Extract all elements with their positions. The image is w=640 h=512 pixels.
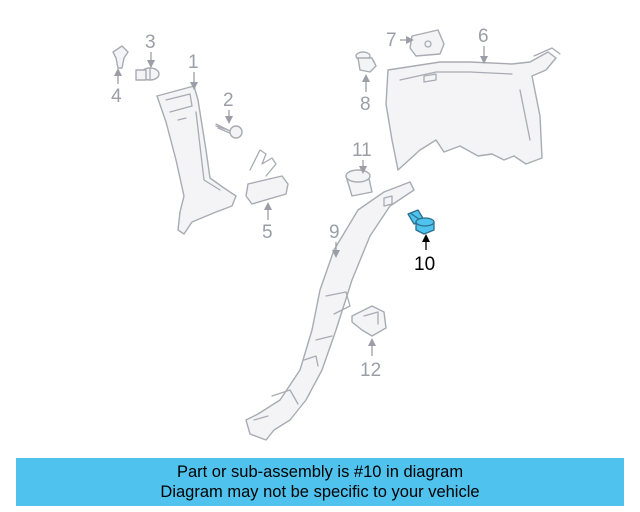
leader-1 [190, 72, 198, 90]
part-2-screw [215, 123, 243, 139]
banner-line-disclaimer: Diagram may not be specific to your vehi… [160, 483, 480, 501]
leader-2 [225, 110, 233, 124]
callout-6: 6 [478, 26, 489, 47]
part-6-quarter-trim [385, 47, 561, 171]
banner-line-part: Part or sub-assembly is #10 in diagram [176, 463, 464, 481]
leader-10 [422, 234, 430, 250]
leader-9 [332, 242, 340, 258]
callout-10[interactable]: 10 [414, 254, 435, 275]
leader-3 [147, 52, 155, 68]
callout-8: 8 [360, 94, 371, 115]
part-7-clip [409, 29, 445, 57]
part-9-lower-pillar-trim [245, 181, 415, 441]
part-8-pin [355, 51, 377, 73]
leader-7 [400, 36, 414, 44]
callout-7: 7 [386, 30, 397, 51]
leader-12 [368, 338, 376, 356]
part-12-bracket [351, 305, 387, 337]
part-10-bolt[interactable] [407, 209, 435, 235]
leader-8 [362, 74, 370, 92]
part-3-fastener [135, 67, 160, 81]
part-11-grommet [345, 169, 373, 197]
part-5-handle [245, 149, 289, 205]
callout-11: 11 [352, 140, 372, 161]
callout-2: 2 [223, 90, 234, 111]
leader-6 [480, 46, 488, 64]
callout-9: 9 [329, 222, 340, 243]
leader-5 [264, 202, 272, 220]
callout-1: 1 [188, 52, 199, 73]
callout-3: 3 [145, 32, 156, 53]
part-1-pillar-trim [156, 85, 237, 235]
leader-11 [359, 160, 367, 174]
callout-12: 12 [360, 360, 381, 381]
info-banner: Part or sub-assembly is #10 in diagram D… [16, 458, 624, 506]
callout-4: 4 [111, 86, 122, 107]
callout-5: 5 [262, 222, 273, 243]
leader-4 [114, 68, 122, 84]
part-4-clip [112, 45, 129, 69]
parts-diagram: 1 2 3 4 5 6 7 8 9 10 11 12 [111, 26, 561, 441]
